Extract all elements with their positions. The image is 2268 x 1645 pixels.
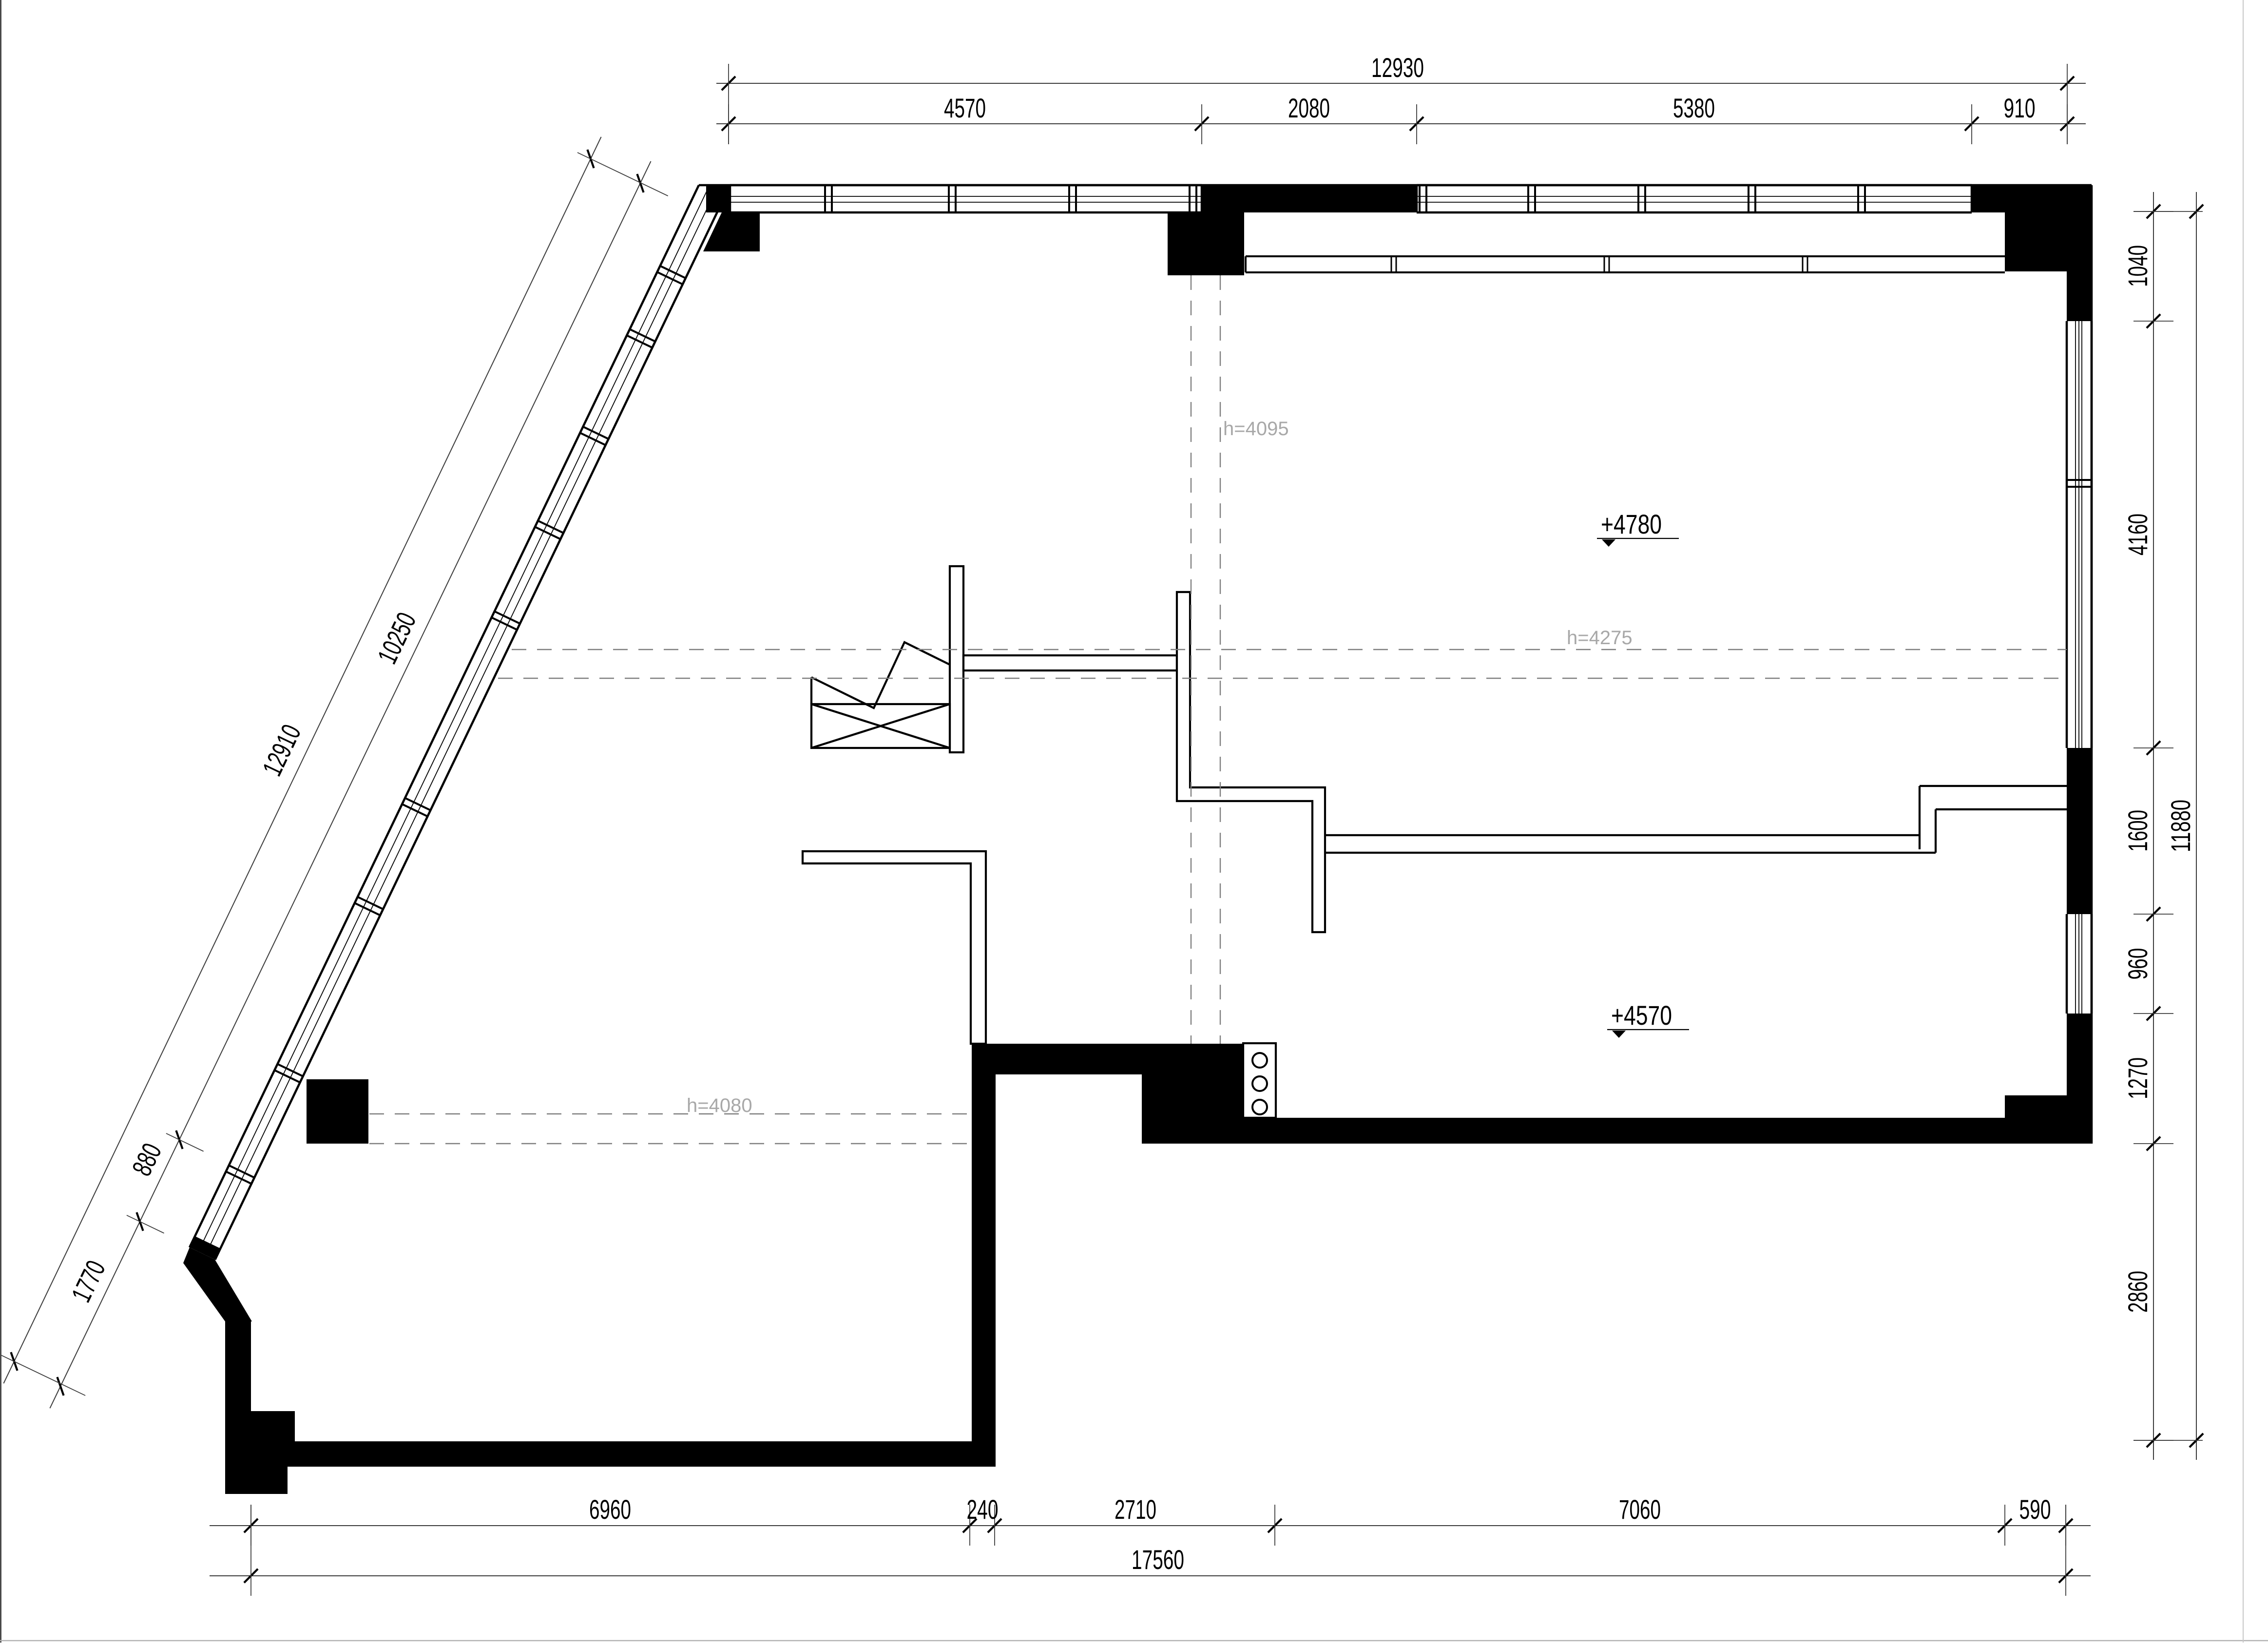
svg-text:2710: 2710 — [1115, 1494, 1156, 1525]
svg-text:1600: 1600 — [2122, 810, 2153, 852]
svg-text:+4780: +4780 — [1601, 509, 1662, 539]
svg-text:2860: 2860 — [2122, 1271, 2153, 1313]
svg-text:1040: 1040 — [2122, 245, 2153, 287]
svg-text:4570: 4570 — [944, 93, 986, 123]
svg-text:6960: 6960 — [589, 1494, 631, 1525]
svg-text:h=4080: h=4080 — [687, 1095, 752, 1116]
svg-text:+4570: +4570 — [1611, 1000, 1672, 1031]
svg-text:11880: 11880 — [2165, 800, 2196, 852]
svg-text:h=4275: h=4275 — [1567, 627, 1633, 649]
svg-text:960: 960 — [2122, 948, 2153, 980]
svg-text:h=4095: h=4095 — [1223, 418, 1289, 440]
svg-text:910: 910 — [2004, 93, 2036, 123]
svg-text:7060: 7060 — [1619, 1494, 1661, 1525]
svg-text:17560: 17560 — [1132, 1544, 1184, 1575]
svg-text:590: 590 — [2019, 1494, 2051, 1525]
svg-text:1270: 1270 — [2122, 1057, 2153, 1099]
svg-text:5380: 5380 — [1673, 93, 1715, 123]
svg-text:240: 240 — [967, 1494, 999, 1525]
svg-text:2080: 2080 — [1288, 93, 1330, 123]
svg-text:12930: 12930 — [1371, 52, 1424, 83]
svg-text:4160: 4160 — [2122, 514, 2153, 555]
